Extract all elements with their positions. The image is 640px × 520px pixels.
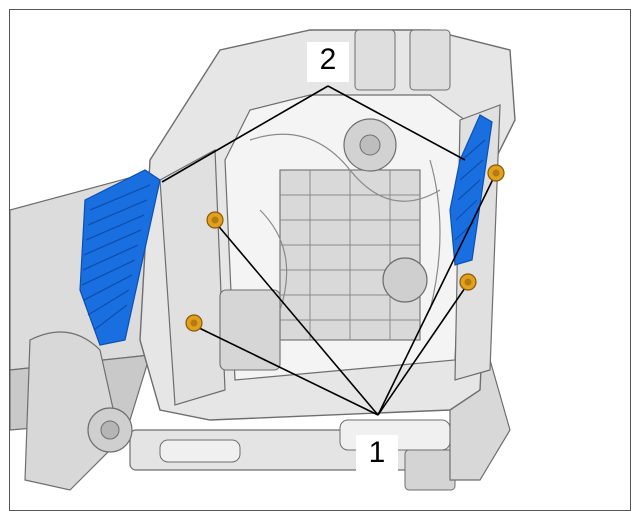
callout-label-2: 2 <box>307 42 349 82</box>
fastener-upper-right <box>487 164 505 182</box>
callout-1-leader-lines <box>192 174 496 416</box>
fastener-upper-left <box>206 211 224 229</box>
seat-frame-illustration <box>10 29 516 491</box>
right-side-panel-highlighted <box>449 114 493 266</box>
left-side-panel-highlighted <box>79 169 161 346</box>
fastener-lower-left <box>185 314 203 332</box>
lumbar-support-mechanism <box>219 118 441 371</box>
diagram-frame: 2 1 <box>9 9 631 511</box>
callout-label-1: 1 <box>356 435 398 475</box>
fastener-lower-right <box>459 273 477 291</box>
callout-2-leader-lines <box>161 85 466 183</box>
